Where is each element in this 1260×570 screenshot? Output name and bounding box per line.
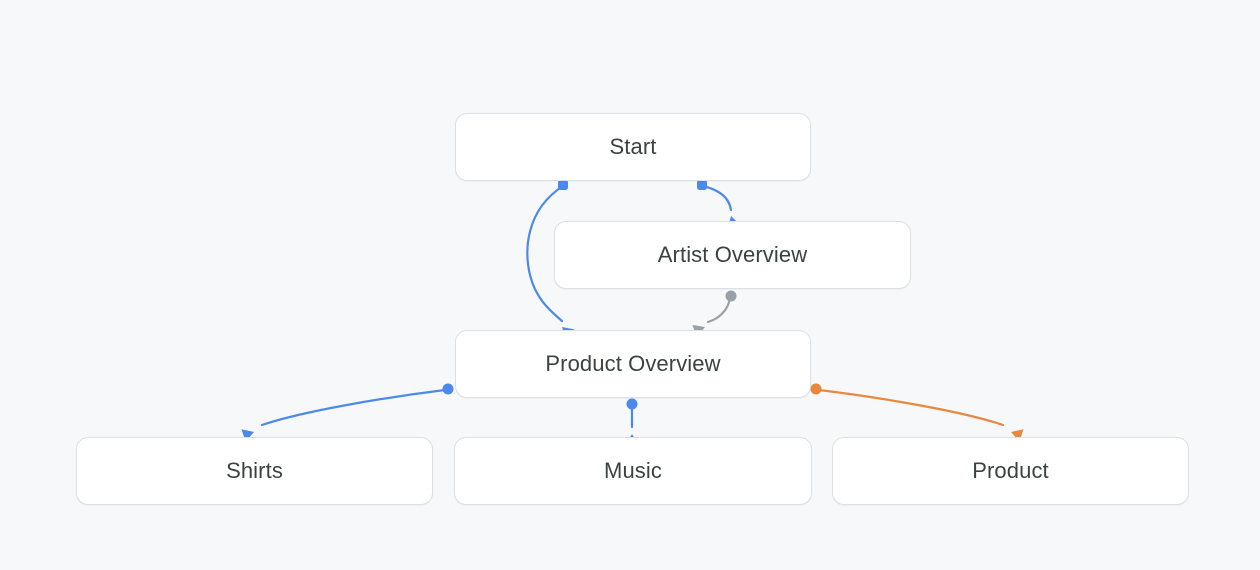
- node-product[interactable]: Product: [832, 437, 1189, 505]
- node-label-product-overview: Product Overview: [545, 351, 721, 376]
- edge-product-overview-to-shirts[interactable]: [241, 383, 454, 442]
- edge-source-handle-product-overview-to-product[interactable]: [810, 383, 822, 395]
- edge-path-start-to-artist-overview: [701, 184, 733, 212]
- node-label-shirts: Shirts: [226, 458, 283, 483]
- edge-source-handle-product-overview-to-music[interactable]: [626, 398, 638, 410]
- edge-source-handle-start-to-product-overview[interactable]: [558, 180, 568, 190]
- node-product-overview[interactable]: Product Overview: [455, 330, 811, 398]
- edge-path-product-overview-to-shirts: [260, 388, 447, 427]
- node-label-product: Product: [972, 458, 1049, 483]
- node-label-artist-overview: Artist Overview: [657, 242, 808, 267]
- node-label-start: Start: [609, 134, 657, 159]
- edge-product-overview-to-product[interactable]: [810, 383, 1024, 442]
- edge-path-product-overview-to-product: [817, 388, 1005, 427]
- node-shirts[interactable]: Shirts: [76, 437, 433, 505]
- node-artist-overview[interactable]: Artist Overview: [554, 221, 911, 289]
- edge-source-handle-product-overview-to-shirts[interactable]: [442, 383, 454, 395]
- edge-source-handle-artist-overview-to-product-overview[interactable]: [725, 290, 737, 302]
- node-label-music: Music: [604, 458, 662, 483]
- node-start[interactable]: Start: [455, 113, 811, 181]
- edge-source-handle-start-to-artist-overview[interactable]: [697, 180, 707, 190]
- edge-path-artist-overview-to-product-overview: [706, 296, 732, 324]
- node-music[interactable]: Music: [454, 437, 812, 505]
